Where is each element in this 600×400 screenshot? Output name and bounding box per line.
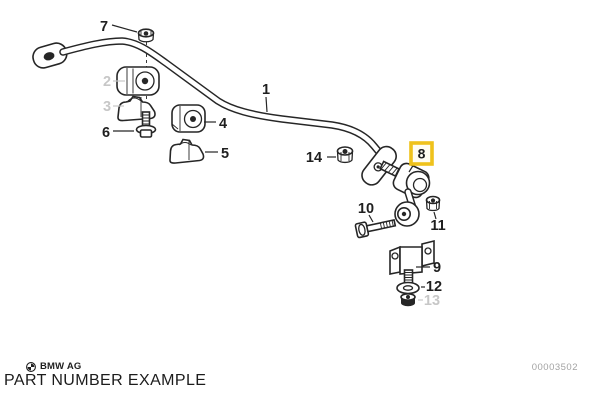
part-callout-5[interactable]: 5 xyxy=(221,146,229,162)
copyright-line: BMW AG xyxy=(26,361,81,372)
washer-12-drawing xyxy=(396,281,420,295)
leader-7 xyxy=(111,24,138,33)
bracket-9-drawing xyxy=(389,239,435,284)
nut-7-drawing xyxy=(137,28,155,43)
part-callout-2[interactable]: 2 xyxy=(103,74,111,90)
part-callout-3[interactable]: 3 xyxy=(103,99,111,115)
part-callout-1[interactable]: 1 xyxy=(262,82,270,98)
copyright-text: BMW AG xyxy=(40,361,82,372)
parts-diagram-canvas: 7 2 3 6 4 5 1 14 8 10 11 9 12 13 xyxy=(32,19,446,309)
stabilizer-link-drawing xyxy=(379,160,431,227)
part-callout-14[interactable]: 14 xyxy=(306,150,322,166)
stabilizer-bar-drawing xyxy=(32,37,397,186)
part-callout-6[interactable]: 6 xyxy=(102,125,110,141)
leader-10 xyxy=(368,214,374,223)
bushing-4-drawing xyxy=(171,104,206,133)
leader-1 xyxy=(265,96,268,113)
nut-13-drawing xyxy=(400,292,416,307)
nut-14-drawing xyxy=(336,146,354,164)
bolt-10-drawing xyxy=(354,218,397,239)
part-callout-12[interactable]: 12 xyxy=(426,279,442,295)
leader-11 xyxy=(433,211,437,220)
part-callout-10[interactable]: 10 xyxy=(358,201,374,217)
part-callout-9[interactable]: 9 xyxy=(433,260,441,276)
part-callout-8[interactable]: 8 xyxy=(418,146,426,162)
part-callout-13[interactable]: 13 xyxy=(424,293,440,309)
bmw-roundel-icon xyxy=(26,361,36,372)
part-callout-11[interactable]: 11 xyxy=(430,218,445,234)
nut-11-drawing xyxy=(425,195,441,212)
bracket-5-drawing xyxy=(169,138,205,164)
page-caption: PART NUMBER EXAMPLE xyxy=(4,372,207,389)
document-number: 00003502 xyxy=(531,362,578,373)
part-callout-4[interactable]: 4 xyxy=(219,116,227,132)
part-callout-8-highlighted[interactable]: 8 xyxy=(409,141,434,166)
part-callout-7[interactable]: 7 xyxy=(100,19,108,35)
bolt-6-drawing xyxy=(135,111,157,138)
